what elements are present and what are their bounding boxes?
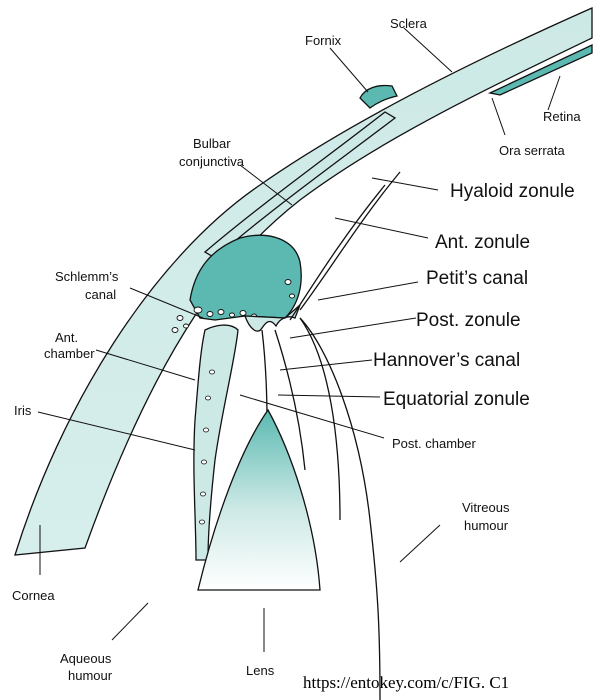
- label-post-chamber: Post. chamber: [392, 436, 476, 451]
- label-vitreous-humour-2: humour: [464, 518, 509, 533]
- label-petits-canal: Petit’s canal: [426, 268, 528, 289]
- label-hyaloid-zonule: Hyaloid zonule: [450, 181, 575, 202]
- label-fornix: Fornix: [305, 33, 342, 48]
- label-cornea: Cornea: [12, 588, 55, 603]
- label-iris: Iris: [14, 403, 32, 418]
- conjunctiva-band: [205, 112, 395, 258]
- label-bulbar-conjunctiva-2: conjunctiva: [179, 154, 245, 169]
- label-ant-zonule: Ant. zonule: [435, 232, 530, 253]
- source-url: https://entokey.com/c/FIG. C1: [303, 673, 509, 692]
- label-retina: Retina: [543, 109, 581, 124]
- label-ant-chamber-2: chamber: [44, 346, 95, 361]
- label-aqueous-humour-2: humour: [68, 668, 113, 683]
- label-post-zonule: Post. zonule: [416, 310, 521, 331]
- label-hannovers-canal: Hannover’s canal: [373, 350, 520, 371]
- label-schlemms-canal-2: canal: [85, 287, 116, 302]
- label-bulbar-conjunctiva-1: Bulbar: [193, 136, 231, 151]
- label-vitreous-humour-1: Vitreous: [462, 500, 510, 515]
- label-aqueous-humour-1: Aqueous: [60, 651, 112, 666]
- label-schlemms-canal-1: Schlemm’s: [55, 269, 119, 284]
- label-sclera: Sclera: [390, 16, 428, 31]
- label-lens: Lens: [246, 663, 275, 678]
- label-ant-chamber-1: Ant.: [55, 330, 78, 345]
- label-ora-serrata: Ora serrata: [499, 143, 566, 158]
- label-equatorial-zonule: Equatorial zonule: [383, 389, 530, 410]
